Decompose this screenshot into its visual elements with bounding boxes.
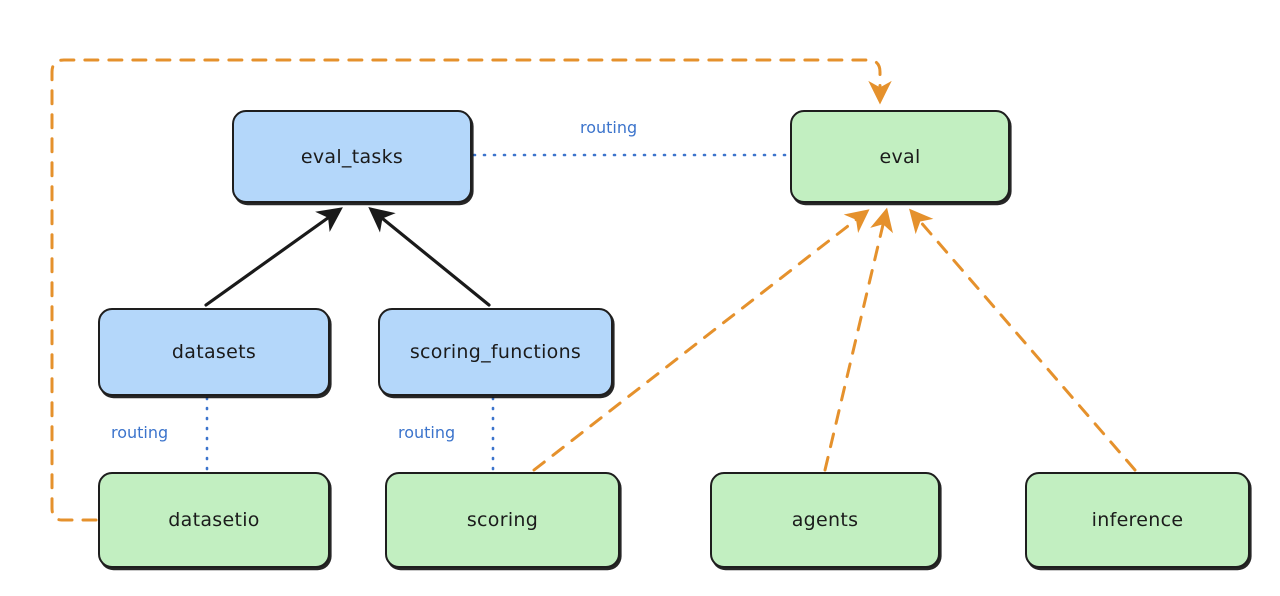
node-datasets[interactable]: datasets: [98, 308, 330, 396]
edge-label-routing-scoring-functions-scoring: routing: [398, 423, 456, 442]
node-eval-tasks-label: eval_tasks: [300, 145, 404, 168]
node-datasets-label: datasets: [171, 341, 257, 363]
node-eval-tasks[interactable]: eval_tasks: [232, 110, 472, 203]
node-scoring[interactable]: scoring: [385, 472, 620, 568]
node-agents-label: agents: [791, 509, 859, 531]
edge-agents-to-eval: [823, 207, 893, 472]
node-agents[interactable]: agents: [710, 472, 940, 568]
node-eval-label: eval: [879, 145, 921, 168]
node-inference-label: inference: [1091, 509, 1184, 531]
edge-scoring-functions-to-eval-tasks: [368, 206, 491, 307]
edge-inference-to-eval: [909, 208, 1137, 472]
node-scoring-functions[interactable]: scoring_functions: [378, 308, 613, 396]
node-eval[interactable]: eval: [790, 110, 1010, 203]
edge-label-routing-datasets-datasetio: routing: [111, 423, 169, 442]
node-datasetio-label: datasetio: [168, 509, 260, 531]
node-scoring-functions-label: scoring_functions: [409, 341, 582, 363]
node-datasetio[interactable]: datasetio: [98, 472, 330, 568]
edge-label-routing-eval-tasks-eval: routing: [580, 118, 638, 137]
node-inference[interactable]: inference: [1025, 472, 1250, 568]
node-scoring-label: scoring: [466, 509, 539, 531]
edge-datasets-to-eval-tasks: [204, 207, 343, 307]
